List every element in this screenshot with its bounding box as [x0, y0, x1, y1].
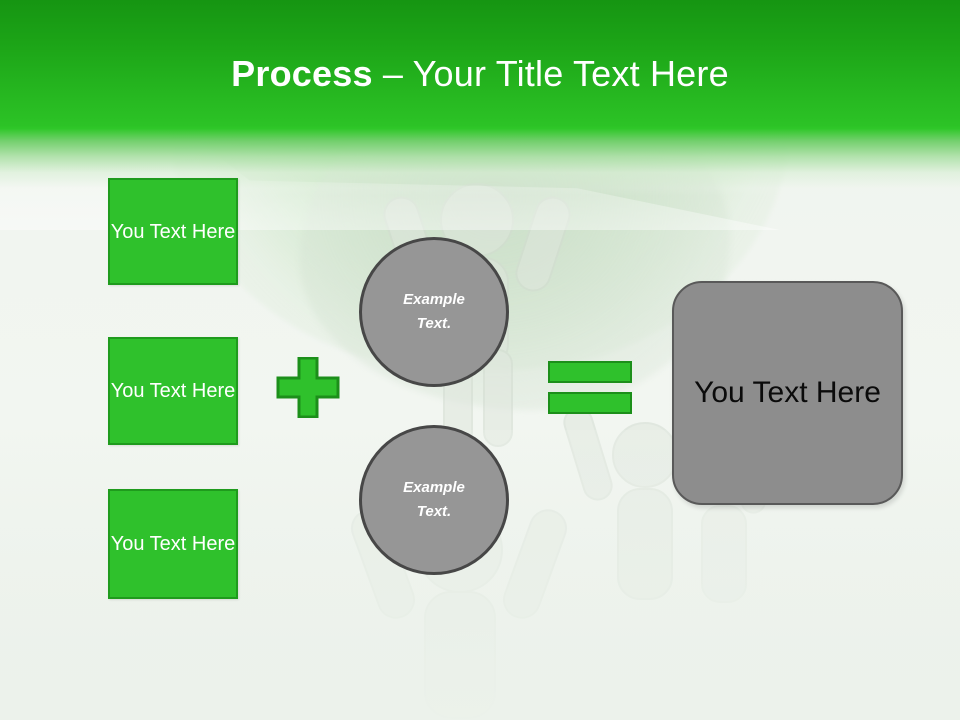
input-box-2[interactable]: You Text Here	[108, 337, 238, 445]
example-circle-2-line2: Text.	[416, 503, 452, 520]
input-box-1[interactable]: You Text Here	[108, 178, 238, 285]
example-circle-2-label: Example Text.	[403, 476, 465, 524]
page-title-bold: Process	[231, 53, 373, 94]
example-circle-1-label: Example Text.	[403, 288, 465, 336]
equals-icon	[548, 361, 632, 414]
example-circle-1[interactable]: Example Text.	[359, 237, 509, 387]
example-circle-1-line1: Example	[403, 291, 465, 308]
input-box-3[interactable]: You Text Here	[108, 489, 238, 599]
result-box[interactable]: You Text Here	[672, 281, 903, 505]
plus-icon	[276, 357, 340, 418]
page-title-rest: – Your Title Text Here	[372, 53, 729, 94]
equals-icon-bar-bottom	[548, 392, 632, 414]
page-title: Process – Your Title Text Here	[0, 52, 960, 96]
example-circle-2-line1: Example	[403, 479, 465, 496]
example-circle-1-line2: Text.	[416, 315, 452, 332]
equals-icon-bar-top	[548, 361, 632, 383]
example-circle-2[interactable]: Example Text.	[359, 425, 509, 575]
input-box-1-label: You Text Here	[110, 220, 236, 243]
slide-header-band	[0, 0, 960, 196]
result-box-label: You Text Here	[694, 376, 881, 409]
input-box-2-label: You Text Here	[110, 380, 236, 402]
input-box-3-label: You Text Here	[110, 533, 236, 555]
